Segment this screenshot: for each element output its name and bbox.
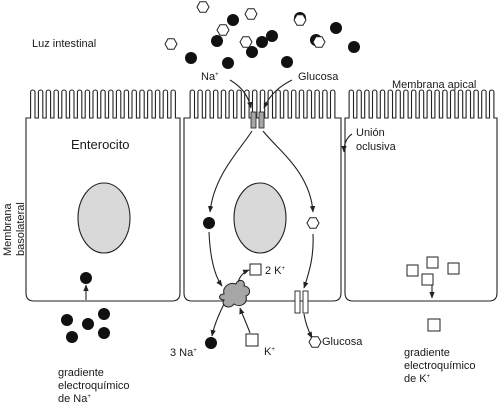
glucose-outside [308, 336, 322, 348]
sodium-ion [222, 57, 234, 69]
glucose-in-cell [306, 217, 320, 229]
na-gradient-label-2: electroquímico [58, 380, 130, 392]
lumen-particles [164, 1, 360, 69]
potassium-in-cell [249, 263, 262, 276]
sodium-ion [281, 56, 293, 68]
na-gradient-cluster [61, 272, 110, 343]
glucose-molecule [164, 38, 178, 50]
sodium-ion-out [205, 337, 217, 349]
glucose-molecule [293, 14, 307, 26]
enterocyte-label: Enterocito [71, 137, 130, 152]
glucose-molecule [244, 8, 258, 20]
two-k-label: 2 K+ [265, 265, 286, 277]
cell-middle-outline [183, 89, 342, 302]
tight-junction-label-2: oclusiva [356, 141, 397, 153]
sodium-ion [348, 41, 360, 53]
sodium-ion [256, 36, 268, 48]
na-top-label: Na+ [201, 71, 219, 83]
arrow-na-out [210, 303, 225, 337]
tight-junction-label-1: Unión [356, 127, 385, 139]
glucose-top-label: Glucosa [298, 71, 339, 83]
arrow-tight-junction [341, 133, 353, 153]
cell-left-outline [25, 89, 181, 302]
arrow-glucose-to-transporter [303, 233, 314, 289]
sodium-ion [211, 35, 223, 47]
sodium-ion [266, 30, 278, 42]
glucose-transporter [294, 290, 309, 314]
k-gradient-cluster [406, 256, 460, 332]
sodium-ion-in-cell [203, 217, 215, 229]
sodium-ion [185, 52, 197, 64]
k-gradient-label-3: de K+ [404, 373, 431, 385]
sodium-ion [227, 14, 239, 26]
apical-cotransporter [250, 111, 265, 129]
glucose-molecule [239, 36, 253, 48]
basolateral-label-2: basolateral [15, 202, 27, 256]
arrow-k-in [237, 269, 250, 283]
nucleus-left [77, 182, 131, 254]
cell-right-outline [344, 89, 498, 302]
basolateral-label-1: Membrana [2, 203, 14, 256]
na-gradient-label-1: gradiente [58, 367, 104, 379]
arrow-na-entry [229, 79, 253, 109]
arrow-na-to-pump [208, 231, 223, 287]
k-gradient-label-2: electroquímico [404, 360, 476, 372]
glucose-molecule [312, 36, 326, 48]
apical-membrane-label: Membrana apical [392, 79, 476, 91]
glucose-molecule [196, 1, 210, 13]
nucleus-middle [233, 182, 287, 254]
cell-right [344, 89, 498, 302]
glucose-molecule [216, 24, 230, 36]
sodium-ion [246, 46, 258, 58]
cell-middle [183, 89, 342, 302]
na-k-pump [219, 279, 251, 308]
arrow-glucose-entry [263, 79, 293, 109]
arrow-glucose-exit [303, 313, 313, 339]
inner-ions [203, 217, 322, 349]
glucose-bottom-label: Glucosa [322, 336, 363, 348]
cell-left [25, 89, 181, 302]
transport-arrows [83, 79, 435, 339]
arrow-glucose-inside [262, 130, 316, 213]
potassium-outside [245, 333, 259, 347]
three-na-label: 3 Na+ [170, 347, 197, 359]
sodium-ion [330, 22, 342, 34]
arrow-k-to-pump [239, 307, 251, 334]
na-gradient-label-3: de Na+ [58, 393, 91, 404]
arrow-na-inside [208, 130, 253, 213]
k-label: K+ [264, 346, 275, 358]
k-gradient-label-1: gradiente [404, 347, 450, 359]
lumen-label: Luz intestinal [32, 38, 96, 50]
